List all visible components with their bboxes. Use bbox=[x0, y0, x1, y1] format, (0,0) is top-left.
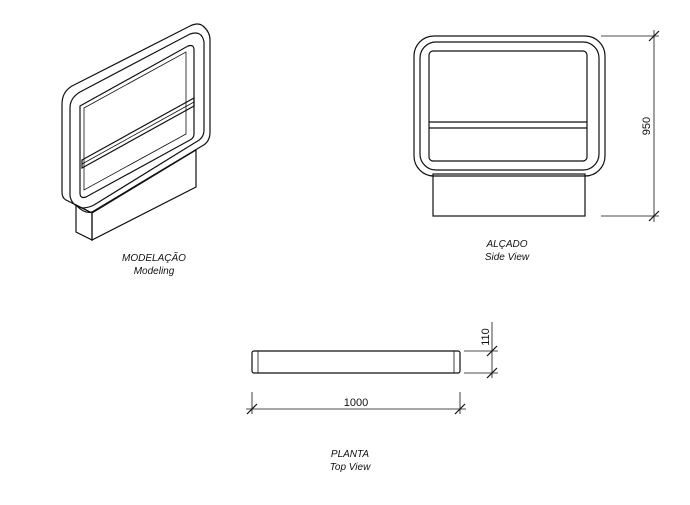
depth-dimension bbox=[464, 322, 498, 379]
side-frame-outer bbox=[413, 35, 606, 177]
width-dimension-label: 1000 bbox=[344, 397, 368, 409]
side-subtitle: Side View bbox=[485, 252, 530, 263]
side-title: ALÇADO bbox=[485, 239, 527, 250]
modeling-frame-front bbox=[69, 32, 205, 209]
top-outline bbox=[251, 350, 461, 374]
top-title: PLANTA bbox=[331, 449, 369, 460]
modeling-frame-outer bbox=[61, 23, 211, 213]
side-base bbox=[432, 173, 586, 217]
modeling-shelf bbox=[81, 96, 195, 170]
depth-dimension-label: 110 bbox=[480, 328, 492, 346]
top-view: 110 1000 bbox=[246, 322, 498, 415]
modeling-title: MODELAÇÃO bbox=[122, 251, 186, 264]
width-dimension bbox=[246, 392, 466, 415]
modeling-base bbox=[75, 148, 197, 241]
height-dimension-label: 950 bbox=[641, 117, 653, 135]
top-subtitle: Top View bbox=[330, 462, 371, 473]
modeling-view bbox=[61, 23, 211, 241]
height-dimension bbox=[601, 30, 660, 222]
side-inner-opening bbox=[428, 50, 588, 162]
side-view: 950 bbox=[413, 30, 660, 222]
modeling-inner-opening bbox=[79, 44, 195, 199]
modeling-subtitle: Modeling bbox=[134, 266, 175, 277]
